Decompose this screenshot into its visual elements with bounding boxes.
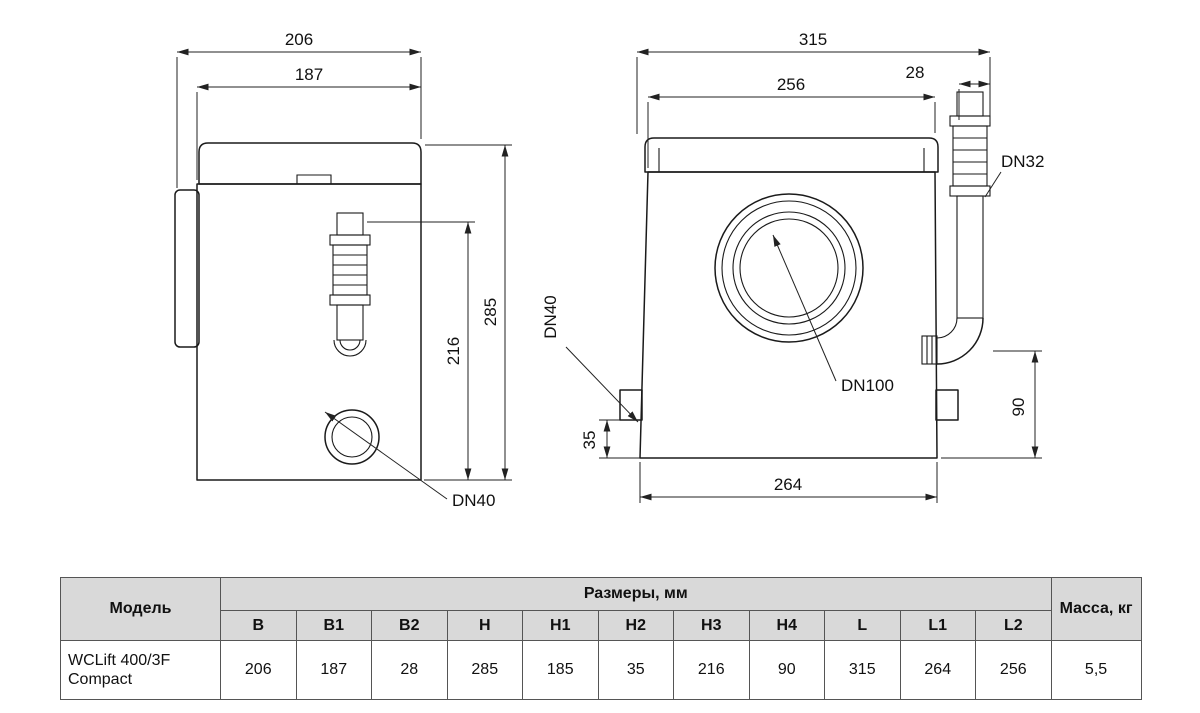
front-body [639, 171, 938, 459]
value-cell-h3: 216 [673, 640, 750, 700]
dim-315-label: 315 [799, 30, 827, 49]
value-cell-l1: 264 [899, 640, 976, 700]
value-cell-l2: 256 [975, 640, 1052, 700]
side-dn40-label: DN40 [452, 491, 495, 510]
dim-35-label: 35 [580, 431, 599, 450]
dim-206-label: 206 [285, 30, 313, 49]
front-dn100-callout: DN100 [772, 234, 894, 395]
dim-side-height-total: 285 [424, 144, 512, 481]
col-header-h1: H1 [522, 610, 599, 641]
dim-front-pipe-width: 28 [906, 63, 990, 120]
col-header-b2: B2 [371, 610, 448, 641]
model-name-cell: WCLift 400/3F Compact [60, 640, 221, 700]
model-header: Модель [60, 577, 221, 641]
col-header-b: B [220, 610, 297, 641]
dim-side-width-outer: 206 [176, 30, 422, 188]
dim-285-label: 285 [481, 298, 500, 326]
side-lid-notch [296, 174, 332, 184]
front-view: 315 28 256 264 90 [541, 30, 1044, 503]
front-dn100-inlet [714, 193, 864, 343]
value-cell-b2: 28 [371, 640, 448, 700]
spec-table: Модель Размеры, мм Масса, кг B B1 B2 H H… [60, 577, 1142, 700]
dim-front-width-top: 256 [647, 75, 936, 168]
dim-264-label: 264 [774, 475, 802, 494]
dim-front-width-total: 315 [636, 30, 991, 134]
col-header-h: H [446, 610, 523, 641]
col-header-l1: L1 [899, 610, 976, 641]
dim-187-label: 187 [295, 65, 323, 84]
col-header-h3: H3 [673, 610, 750, 641]
value-cell-b1: 187 [295, 640, 372, 700]
side-outlet-pipe [329, 212, 371, 357]
side-body [196, 183, 422, 481]
value-cell-h1: 185 [522, 640, 599, 700]
front-discharge-pipe [921, 91, 991, 365]
value-cell-l: 315 [824, 640, 901, 700]
side-lid [198, 142, 422, 185]
col-header-h4: H4 [748, 610, 825, 641]
col-header-l: L [824, 610, 901, 641]
dim-side-height-outlet: 216 [367, 221, 475, 480]
side-outlet-port [324, 409, 380, 465]
dim-front-width-bottom: 264 [639, 462, 938, 503]
front-right-flange [935, 389, 959, 421]
dim-90-label: 90 [1009, 398, 1028, 417]
col-header-l2: L2 [975, 610, 1052, 641]
front-lid [644, 137, 939, 173]
front-dn40-callout: DN40 [541, 295, 639, 423]
side-dn40-callout: DN40 [324, 411, 495, 510]
dimensions-header: Размеры, мм [220, 577, 1052, 611]
value-cell-h2: 35 [597, 640, 674, 700]
value-cell-h: 285 [446, 640, 523, 700]
value-cell-b: 206 [220, 640, 297, 700]
front-left-flange [619, 389, 643, 421]
dim-side-width-body: 187 [196, 65, 421, 180]
col-header-h2: H2 [597, 610, 674, 641]
front-dn40-label: DN40 [541, 295, 560, 338]
mass-value-cell: 5,5 [1050, 640, 1142, 700]
dim-front-elbow-height: 90 [941, 350, 1042, 459]
col-header-b1: B1 [295, 610, 372, 641]
dim-216-label: 216 [444, 337, 463, 365]
dim-28-label: 28 [906, 63, 925, 82]
value-cell-h4: 90 [748, 640, 825, 700]
front-dn100-label: DN100 [841, 376, 894, 395]
table-row: WCLift 400/3F Compact 206 187 28 285 185… [60, 640, 1142, 700]
side-rear-flange [174, 189, 200, 348]
dim-front-inlet-height: 35 [580, 419, 640, 459]
front-dn32-label: DN32 [1001, 152, 1044, 171]
dim-256-label: 256 [777, 75, 805, 94]
mass-header: Масса, кг [1050, 577, 1142, 641]
front-dn32-callout: DN32 [984, 152, 1044, 198]
side-view: 206 187 285 216 DN40 [174, 30, 512, 510]
